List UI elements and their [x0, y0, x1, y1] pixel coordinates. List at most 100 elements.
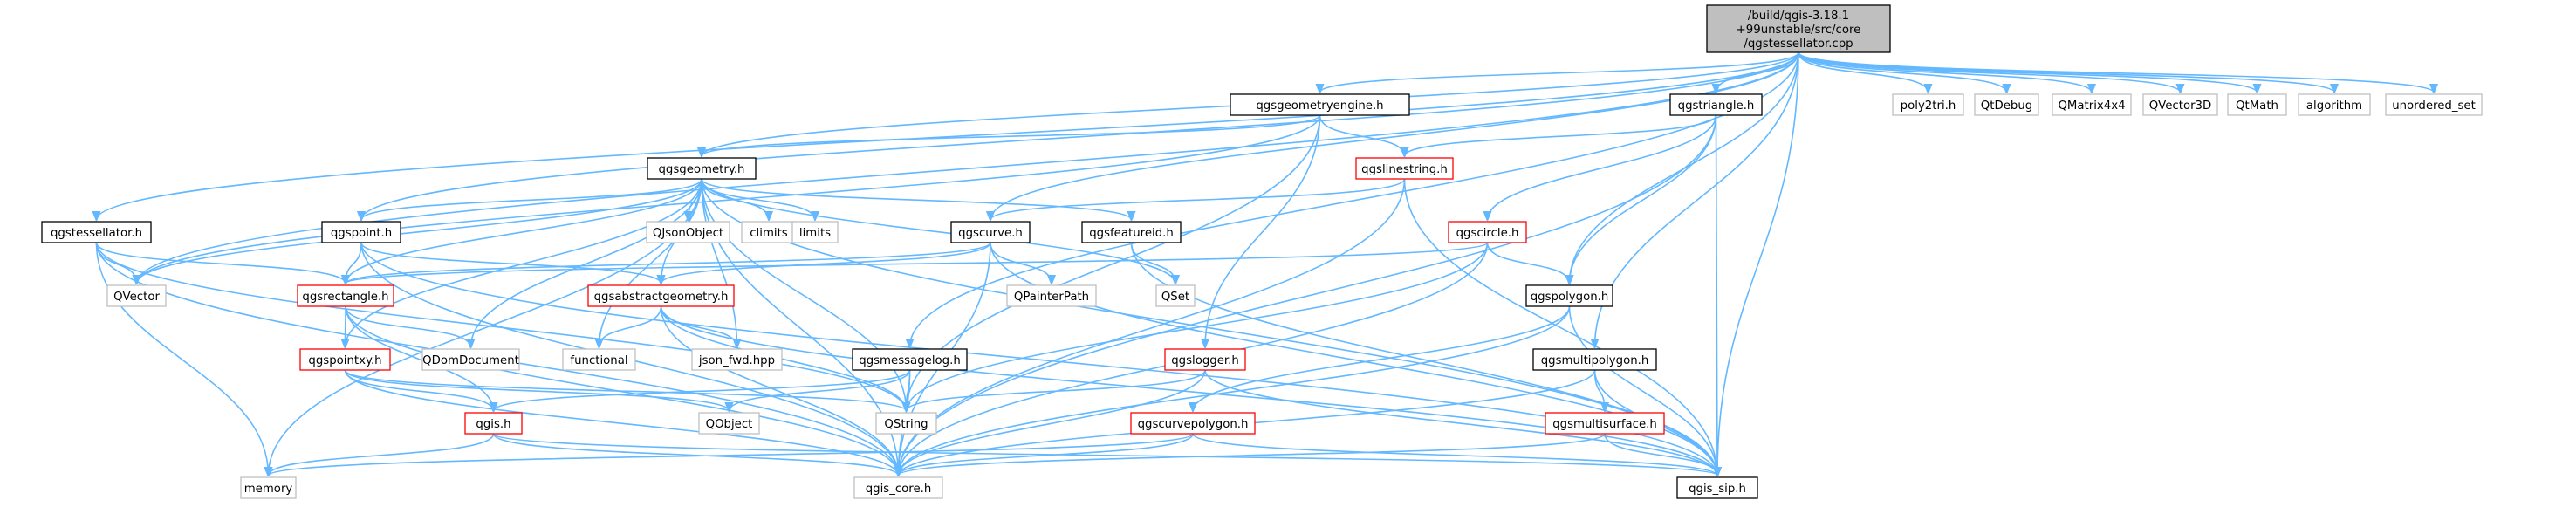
- node-qgstriangle[interactable]: qgstriangle.h: [1669, 93, 1763, 116]
- node-qdomdocument-box: [421, 348, 520, 371]
- node-qgscurve[interactable]: qgscurve.h: [950, 221, 1031, 243]
- node-qgis[interactable]: qgis.h: [464, 412, 523, 435]
- node-qgsgeometryengine[interactable]: qgsgeometryengine.h: [1230, 93, 1410, 116]
- node-unorderedset-box: [2385, 93, 2483, 116]
- node-qgsgeometry[interactable]: qgsgeometry.h: [647, 157, 757, 180]
- node-qgstessellator[interactable]: qgstessellator.h: [41, 221, 152, 243]
- edge-root-to-qmatrix: [1798, 51, 2092, 93]
- edge-qgspointxy-to-qobject: [344, 369, 730, 411]
- node-limits-label: limits: [799, 227, 831, 240]
- node-qgscurvepolygon-box: [1130, 412, 1256, 435]
- node-qgscurvepolygon[interactable]: qgscurvepolygon.h: [1130, 412, 1256, 435]
- node-qgiscore-label: qgis_core.h: [866, 483, 932, 496]
- node-qgsrectangle[interactable]: qgsrectangle.h: [297, 284, 394, 307]
- node-qgscircle[interactable]: qgscircle.h: [1448, 221, 1527, 243]
- edge-root-to-unorderedset: [1798, 51, 2434, 93]
- node-qgsabstractgeometry-box: [587, 284, 735, 307]
- node-qdomdocument: QDomDocument: [421, 348, 520, 371]
- edge-qgslogger-to-qstring: [907, 369, 1206, 411]
- node-qgissip[interactable]: qgis_sip.h: [1676, 476, 1758, 499]
- node-qset: QSet: [1155, 284, 1196, 307]
- node-root-box: [1706, 4, 1891, 53]
- edge-qgis-to-memory: [269, 433, 495, 476]
- node-root[interactable]: /build/qgis-3.18.1+99unstable/src/core/q…: [1706, 4, 1891, 53]
- node-functional-label: functional: [570, 354, 627, 367]
- node-qgsmultipolygon-box: [1532, 348, 1657, 371]
- edge-qgsfeatureid-to-qgissip: [1130, 242, 1718, 476]
- node-jsonfwd-label: json_fwd.hpp: [698, 354, 775, 367]
- node-qstring-box: [875, 412, 937, 435]
- node-qgissip-label: qgis_sip.h: [1689, 483, 1746, 496]
- node-unorderedset-label: unordered_set: [2392, 99, 2476, 113]
- edge-qgsabstractgeometry-to-functional: [599, 305, 662, 347]
- node-qmatrix-box: [2052, 93, 2132, 116]
- node-qgslogger[interactable]: qgslogger.h: [1164, 348, 1246, 371]
- edge-qgstessellator-to-qgsrectangle: [95, 242, 346, 284]
- edge-qgis-to-qgiscore: [492, 433, 899, 476]
- edge-qgscircle-to-qgsrectangle: [346, 242, 1489, 284]
- edge-root-to-qvector3d: [1798, 51, 2181, 93]
- edge-qgscurvepolygon-to-qgiscore: [899, 433, 1194, 476]
- node-qgsmultisurface[interactable]: qgsmultisurface.h: [1545, 412, 1665, 435]
- edge-qgstriangle-to-qgscircle: [1488, 114, 1717, 220]
- node-qgspointxy[interactable]: qgspointxy.h: [299, 348, 391, 371]
- edge-qgsmultisurface-to-qgiscore: [899, 433, 1606, 476]
- node-qgsmultisurface-label: qgsmultisurface.h: [1552, 418, 1657, 431]
- node-root-label: +99unstable/src/core: [1737, 24, 1861, 37]
- node-qtmath: QtMath: [2227, 93, 2287, 116]
- edge-qgsrectangle-to-qdomdocument: [345, 305, 471, 347]
- node-qgspoint-label: qgspoint.h: [331, 227, 392, 240]
- node-qgspolygon-box: [1525, 284, 1613, 307]
- node-qgspoint[interactable]: qgspoint.h: [321, 221, 401, 243]
- node-qgsfeatureid[interactable]: qgsfeatureid.h: [1081, 221, 1182, 243]
- edge-qgstriangle-to-qgissip: [1716, 114, 1718, 476]
- node-qobject: QObject: [698, 412, 760, 435]
- node-poly2tri-box: [1892, 93, 1964, 116]
- node-qgsfeatureid-label: qgsfeatureid.h: [1089, 227, 1174, 240]
- node-qgslinestring-box: [1355, 157, 1454, 180]
- edge-qgsgeometry-to-qgspoint: [361, 178, 702, 220]
- node-memory-box: [240, 476, 297, 499]
- node-qstring: QString: [875, 412, 937, 435]
- node-qgsrectangle-box: [297, 284, 394, 307]
- edge-qgsgeometry-to-qgsfeatureid: [701, 178, 1132, 220]
- node-qgsmultipolygon[interactable]: qgsmultipolygon.h: [1532, 348, 1657, 371]
- node-limits: limits: [791, 221, 839, 243]
- node-memory: memory: [240, 476, 297, 499]
- node-qgstessellator-box: [41, 221, 152, 243]
- edge-qgsgeometry-to-qgsrectangle: [346, 178, 702, 284]
- node-qgslinestring[interactable]: qgslinestring.h: [1355, 157, 1454, 180]
- node-climits-box: [741, 221, 797, 243]
- edge-qgscurve-to-qgsrectangle: [346, 242, 991, 284]
- edge-qgslinestring-to-qgissip: [1403, 178, 1718, 476]
- node-climits-label: climits: [750, 227, 788, 240]
- node-qgis-label: qgis.h: [476, 418, 510, 431]
- node-qgstriangle-box: [1669, 93, 1763, 116]
- node-qstring-label: QString: [884, 418, 928, 431]
- node-functional: functional: [562, 348, 636, 371]
- node-qjsonobject-label: QJsonObject: [653, 227, 723, 240]
- node-qgscurvepolygon-label: qgscurvepolygon.h: [1138, 418, 1249, 431]
- edge-qgstriangle-to-qgslinestring: [1405, 114, 1717, 156]
- node-qgslogger-box: [1164, 348, 1246, 371]
- node-qjsonobject-box: [646, 221, 730, 243]
- edge-root-to-poly2tri: [1798, 51, 1929, 93]
- edge-qgscircle-to-qstring: [907, 242, 1489, 411]
- node-qvector3d-label: QVector3D: [2149, 99, 2212, 113]
- edge-qgsabstractgeometry-to-qgissip: [660, 305, 1718, 476]
- node-qgsmessagelog-label: qgsmessagelog.h: [859, 354, 961, 367]
- node-qgslinestring-label: qgslinestring.h: [1361, 163, 1448, 176]
- node-qgspolygon-label: qgspolygon.h: [1531, 291, 1609, 304]
- node-qpainterpath: QPainterPath: [1006, 284, 1097, 307]
- node-qgsmultisurface-box: [1545, 412, 1665, 435]
- node-qgspolygon[interactable]: qgspolygon.h: [1525, 284, 1613, 307]
- node-qgsrectangle-label: qgsrectangle.h: [302, 291, 388, 304]
- node-algorithm: algorithm: [2298, 93, 2371, 116]
- node-qgsabstractgeometry[interactable]: qgsabstractgeometry.h: [587, 284, 735, 307]
- edge-qgsgeometryengine-to-qgslogger: [1205, 114, 1321, 347]
- node-qgscircle-label: qgscircle.h: [1456, 227, 1519, 240]
- edge-qgsgeometry-to-jsonfwd: [701, 178, 737, 347]
- node-qgsmessagelog[interactable]: qgsmessagelog.h: [852, 348, 968, 371]
- node-poly2tri: poly2tri.h: [1892, 93, 1964, 116]
